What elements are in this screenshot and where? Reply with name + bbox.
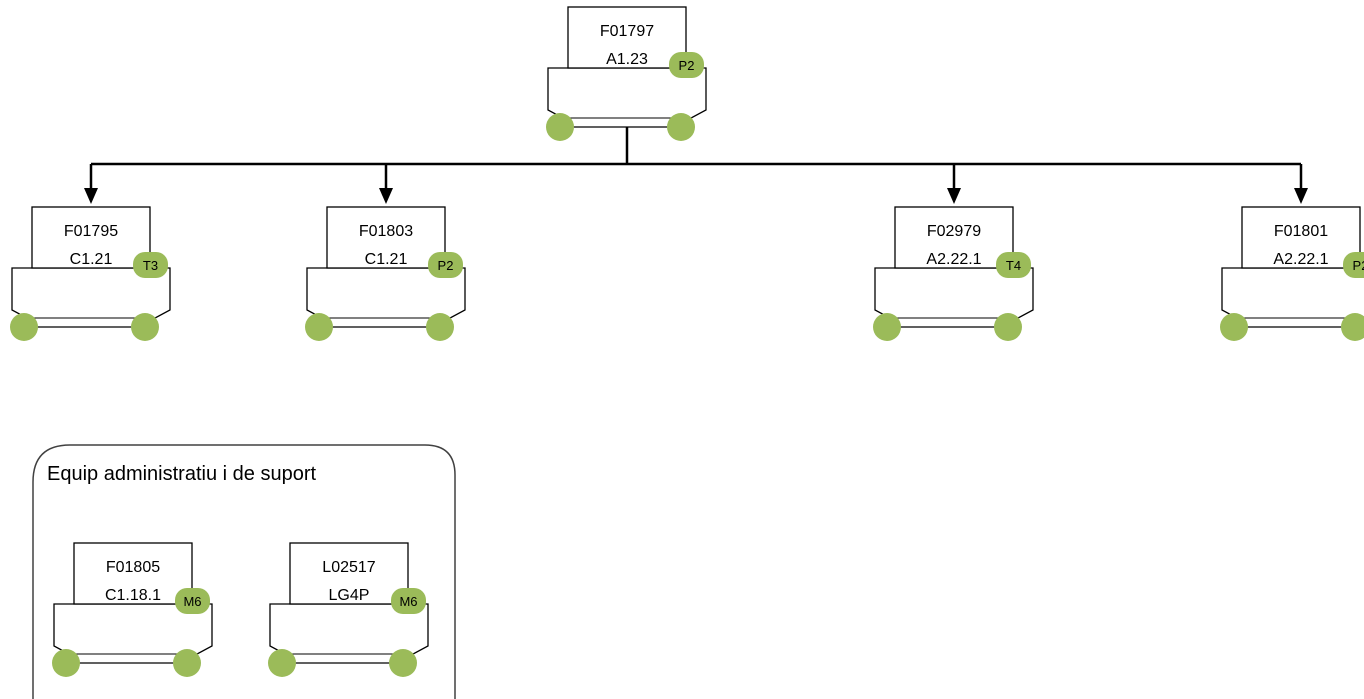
level-badge: P2 bbox=[1343, 252, 1364, 278]
connector-dot-icon bbox=[667, 113, 695, 141]
connector-dot-icon bbox=[426, 313, 454, 341]
card-page bbox=[73, 542, 193, 605]
level-badge: P2 bbox=[428, 252, 463, 278]
connector-arrows bbox=[84, 188, 1308, 204]
card-code: LG4P bbox=[329, 587, 370, 604]
support-group-title: Equip administratiu i de suport bbox=[47, 463, 316, 485]
card-page bbox=[894, 206, 1014, 269]
badge-label: P2 bbox=[438, 258, 454, 273]
badge-label: M6 bbox=[183, 594, 201, 609]
badge-label: T4 bbox=[1006, 258, 1021, 273]
card-id: L02517 bbox=[322, 559, 375, 576]
arrow-head-icon bbox=[1294, 188, 1308, 204]
arrow-head-icon bbox=[947, 188, 961, 204]
connector-dot-icon bbox=[131, 313, 159, 341]
badge-label: P2 bbox=[679, 58, 695, 73]
level-badge: M6 bbox=[175, 588, 210, 614]
connector-dot-icon bbox=[173, 649, 201, 677]
support-group: Equip administratiu i de suport bbox=[32, 444, 456, 699]
badge-shape-icon bbox=[996, 252, 1031, 278]
connector-dot-icon bbox=[52, 649, 80, 677]
card-id: F01797 bbox=[600, 23, 654, 40]
card-code: A2.22.1 bbox=[1273, 251, 1328, 268]
connector-dot-icon bbox=[268, 649, 296, 677]
connector-dot-icon bbox=[305, 313, 333, 341]
card-id: F01803 bbox=[359, 223, 413, 240]
connector-dot-icon bbox=[873, 313, 901, 341]
card-code: A1.23 bbox=[606, 51, 648, 68]
support-group-border bbox=[32, 444, 456, 699]
card-page bbox=[31, 206, 151, 269]
card-code: A2.22.1 bbox=[926, 251, 981, 268]
card-id: F01805 bbox=[106, 559, 160, 576]
badge-label: M6 bbox=[399, 594, 417, 609]
badge-shape-icon bbox=[669, 52, 704, 78]
level-badge: T4 bbox=[996, 252, 1031, 278]
badge-shape-icon bbox=[428, 252, 463, 278]
arrow-head-icon bbox=[379, 188, 393, 204]
badge-shape-icon bbox=[1343, 252, 1364, 278]
badge-label: T3 bbox=[143, 258, 158, 273]
badge-shape-icon bbox=[391, 588, 426, 614]
connector-dot-icon bbox=[389, 649, 417, 677]
level-badge: M6 bbox=[391, 588, 426, 614]
level-badge: T3 bbox=[133, 252, 168, 278]
card-tray bbox=[1221, 267, 1364, 328]
level-badge: P2 bbox=[669, 52, 704, 78]
badge-label: P2 bbox=[1353, 258, 1364, 273]
connector-dot-icon bbox=[1220, 313, 1248, 341]
card-page bbox=[326, 206, 446, 269]
badge-shape-icon bbox=[133, 252, 168, 278]
arrow-head-icon bbox=[84, 188, 98, 204]
card-page bbox=[289, 542, 409, 605]
card-id: F02979 bbox=[927, 223, 981, 240]
card-page bbox=[567, 6, 687, 69]
card-page bbox=[1241, 206, 1361, 269]
connector-dot-icon bbox=[546, 113, 574, 141]
card-code: C1.21 bbox=[70, 251, 113, 268]
connector-lines bbox=[89, 126, 1303, 188]
card-code: C1.21 bbox=[365, 251, 408, 268]
connector-dot-icon bbox=[994, 313, 1022, 341]
card-code: C1.18.1 bbox=[105, 587, 161, 604]
connector-dot-icon bbox=[10, 313, 38, 341]
badge-shape-icon bbox=[175, 588, 210, 614]
card-id: F01801 bbox=[1274, 223, 1328, 240]
connector-dot-icon bbox=[1341, 313, 1364, 341]
card-id: F01795 bbox=[64, 223, 118, 240]
